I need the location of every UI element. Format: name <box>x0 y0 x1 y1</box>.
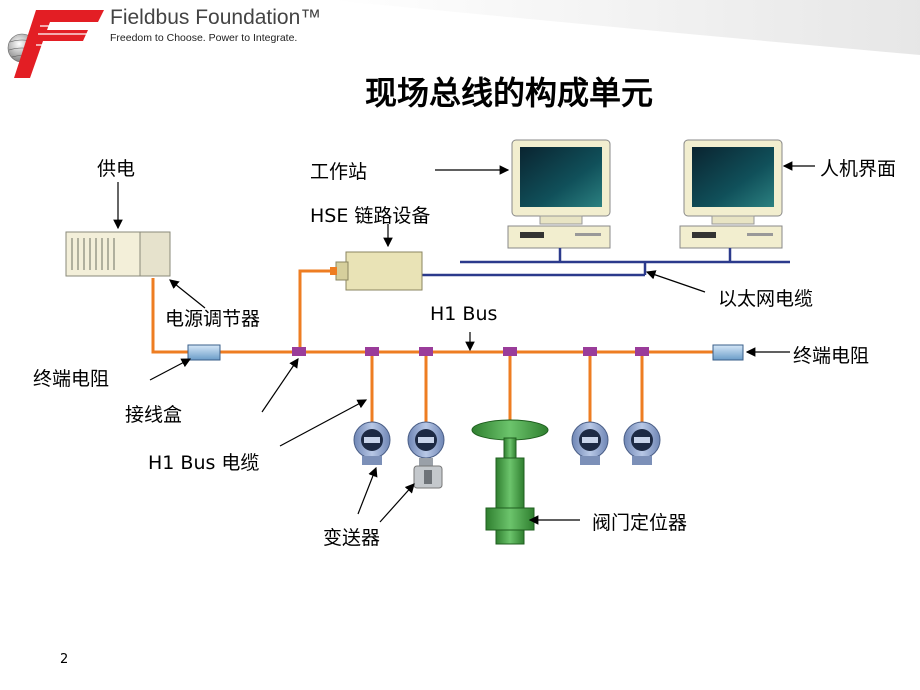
hmi-computer-icon <box>679 139 783 249</box>
terminator-right-icon <box>712 344 744 361</box>
junction-connectors <box>292 347 649 356</box>
label-ethernet-cable: 以太网电缆 <box>718 288 814 310</box>
page-title: 现场总线的构成单元 <box>365 74 654 112</box>
label-h1-bus: H1 Bus <box>430 303 498 325</box>
page-number: 2 <box>60 652 69 667</box>
header-swoosh <box>330 0 920 55</box>
valve-positioner-icon <box>471 419 549 545</box>
h1-bus-cable <box>151 269 716 425</box>
label-valve-positioner: 阀门定位器 <box>592 512 688 534</box>
label-workstation: 工作站 <box>310 161 368 183</box>
terminator-left-icon <box>187 344 221 361</box>
label-power-supply: 供电 <box>97 158 136 180</box>
label-power-conditioner: 电源调节器 <box>165 308 261 330</box>
power-supply-icon <box>65 231 171 277</box>
label-hse-device: HSE 链路设备 <box>310 205 431 227</box>
transmitter-icon <box>571 421 609 465</box>
fieldbus-logo <box>7 10 104 78</box>
pressure-transmitter-icon <box>407 421 445 489</box>
ethernet-cable <box>420 248 790 277</box>
transmitter-icon <box>353 421 391 465</box>
brand-name: Fieldbus Foundation™ <box>110 6 322 29</box>
callout-arrows <box>113 161 815 525</box>
label-terminator-right: 终端电阻 <box>793 345 870 367</box>
label-junction-box: 接线盒 <box>125 404 183 426</box>
label-terminator-left: 终端电阻 <box>33 368 110 390</box>
workstation-computer-icon <box>507 139 611 249</box>
brand-tagline: Freedom to Choose. Power to Integrate. <box>110 32 298 44</box>
label-hmi: 人机界面 <box>820 158 897 180</box>
label-h1-bus-cable: H1 Bus 电缆 <box>148 452 260 474</box>
label-transmitter: 变送器 <box>323 527 381 549</box>
hse-linking-device-icon <box>330 251 423 291</box>
transmitter-icon <box>623 421 661 465</box>
